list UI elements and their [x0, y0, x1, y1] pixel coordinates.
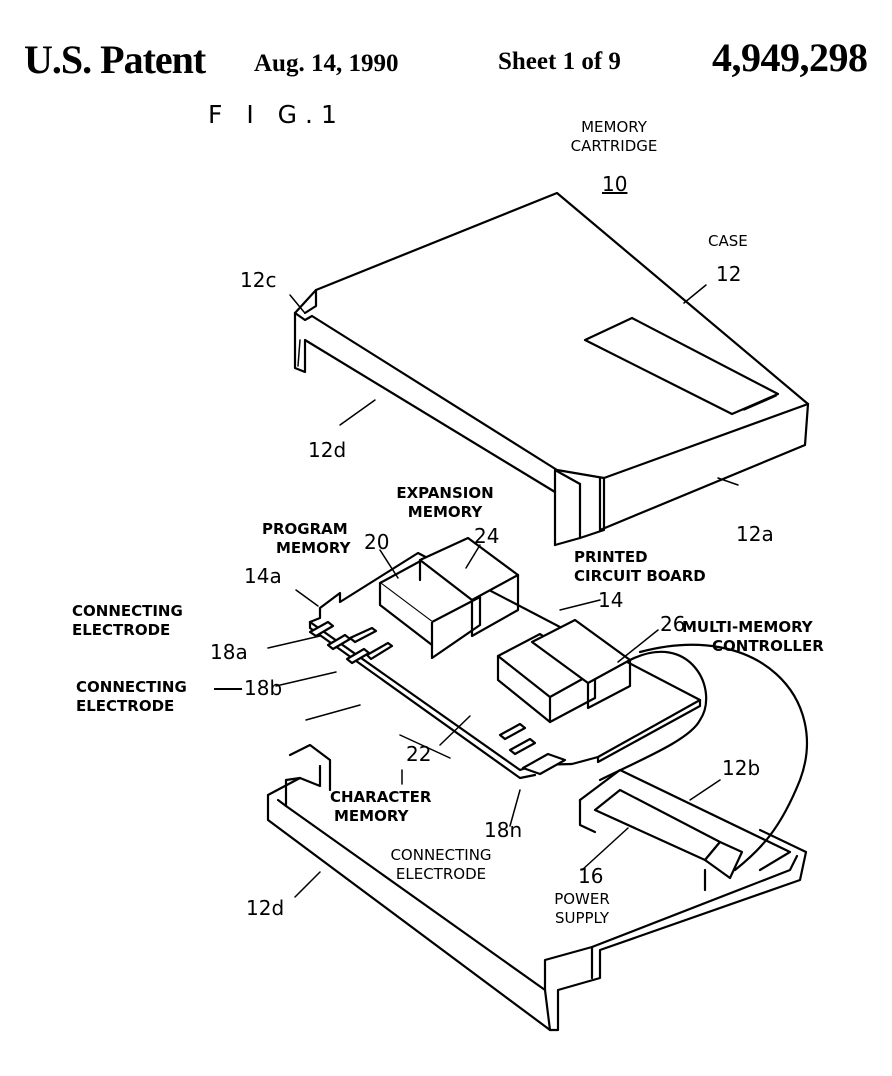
case-label: CASE: [708, 232, 748, 250]
multi-memory-controller-line1: MULTI-MEMORY: [682, 618, 813, 636]
ref-12d-top: 12d: [308, 438, 347, 462]
sheet-number: Sheet 1 of 9: [498, 48, 621, 75]
leader-18b-line: [214, 688, 242, 690]
ref-18n: 18n: [484, 818, 523, 842]
expansion-memory-label: EXPANSION MEMORY: [386, 484, 504, 522]
printed-circuit-board: [308, 536, 702, 780]
ref-10: 10: [602, 172, 628, 196]
connecting-electrode-b-line2: ELECTRODE: [76, 697, 175, 715]
multi-memory-controller-label: MULTI-MEMORY CONTROLLER: [682, 618, 824, 656]
printed-circuit-board-label: PRINTED CIRCUIT BOARD: [574, 548, 706, 586]
ref-12b: 12b: [722, 756, 761, 780]
patent-number: 4,949,298: [712, 35, 868, 80]
expansion-memory-line2: MEMORY: [407, 503, 483, 521]
memory-cartridge-label: MEMORY CARTRIDGE: [566, 118, 662, 156]
ref-12d-bottom: 12d: [246, 896, 285, 920]
connecting-electrode-b-line1: CONNECTING: [76, 678, 187, 696]
program-memory-line1: PROGRAM: [262, 520, 348, 538]
patent-date: Aug. 14, 1990: [254, 50, 399, 77]
power-supply-line1: POWER: [554, 890, 610, 908]
patent-title: U.S. Patent: [24, 37, 206, 82]
character-memory-line2: MEMORY: [334, 807, 409, 825]
character-memory-label: CHARACTER MEMORY: [330, 788, 431, 826]
expansion-memory-line1: EXPANSION: [396, 484, 494, 502]
connecting-electrode-n-line1: CONNECTING: [390, 846, 492, 864]
upper-case-shell: [293, 191, 810, 547]
program-memory-line2: MEMORY: [276, 539, 351, 557]
figure-label: F I G.1: [208, 100, 345, 129]
connecting-electrode-n-label: CONNECTING ELECTRODE: [374, 846, 508, 884]
ref-16: 16: [578, 864, 604, 888]
connecting-electrode-b-label: CONNECTING ELECTRODE: [76, 678, 187, 716]
ref-12a: 12a: [736, 522, 774, 546]
ref-20: 20: [364, 530, 390, 554]
pcb-line1: PRINTED: [574, 548, 648, 566]
ref-14: 14: [598, 588, 624, 612]
ref-22: 22: [406, 742, 432, 766]
ref-12: 12: [716, 262, 742, 286]
ref-18a: 18a: [210, 640, 248, 664]
ref-12c: 12c: [240, 268, 277, 292]
ref-26: 26: [660, 612, 686, 636]
power-supply-label: POWER SUPPLY: [546, 890, 618, 928]
connecting-electrode-a-label: CONNECTING ELECTRODE: [72, 602, 183, 640]
character-memory-line1: CHARACTER: [330, 788, 432, 806]
multi-memory-controller-line2: CONTROLLER: [712, 637, 824, 655]
program-memory-label: PROGRAM MEMORY: [262, 520, 350, 558]
ref-24: 24: [474, 524, 500, 548]
connecting-electrode-n-line2: ELECTRODE: [395, 865, 487, 883]
memory-cartridge-line1: MEMORY: [581, 118, 647, 136]
power-supply-line2: SUPPLY: [554, 909, 610, 927]
ref-18b: 18b: [244, 676, 283, 700]
leader-lines: [267, 284, 739, 898]
connecting-electrode-a-line2: ELECTRODE: [72, 621, 171, 639]
lower-case-shell: [266, 643, 808, 1032]
memory-cartridge-line2: CARTRIDGE: [570, 137, 658, 155]
connecting-electrode-a-line1: CONNECTING: [72, 602, 183, 620]
ref-14a: 14a: [244, 564, 282, 588]
pcb-line2: CIRCUIT BOARD: [574, 567, 706, 585]
